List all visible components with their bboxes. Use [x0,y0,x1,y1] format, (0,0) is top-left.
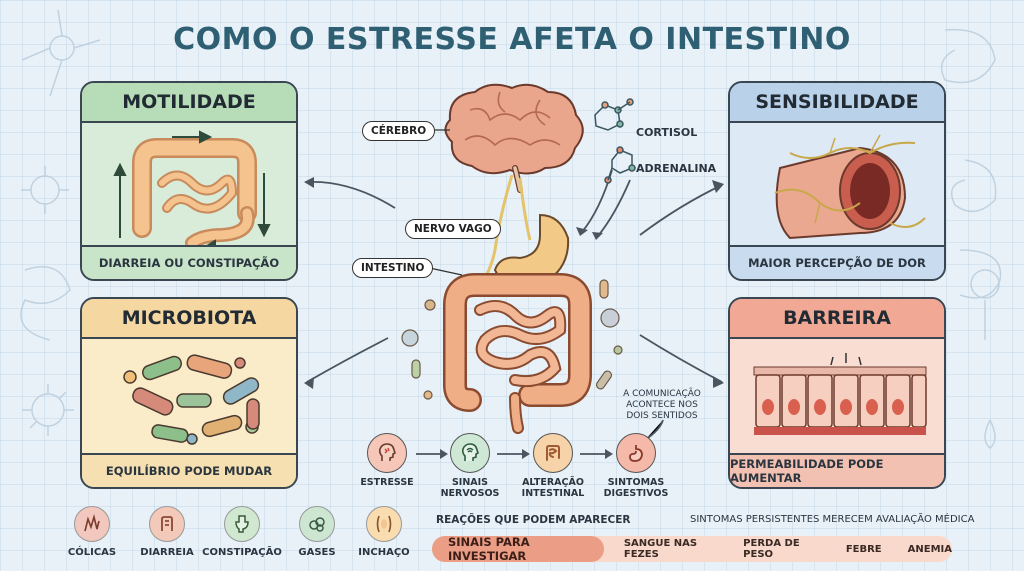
sign-febre: FEBRE [845,543,882,555]
label-adrenalina: ADRENALINA [636,162,717,175]
adrenaline-molecule-icon [604,146,636,184]
label-cortisol: CORTISOL [636,126,698,139]
card-footer-sensibilidade: MAIOR PERCEPÇÃO DE DOR [730,245,944,279]
card-footer-microbiota: EQUILÍBRIO PODE MUDAR [82,453,296,487]
intestine-nerve-illustration [774,134,926,240]
intestine-doodle-icon-2 [959,249,1002,299]
cramp-icon [74,506,110,542]
sign-sangue: SANGUE NAS FEZES [623,538,698,560]
toilet-icon [224,506,260,542]
symptom-label-constipacao: CONSTIPAÇÃO [202,547,282,558]
card-title-sensibilidade: SENSIBILIDADE [730,83,944,123]
intestine-icon [533,433,573,473]
flow-label-estresse: ESTRESSE [360,477,414,488]
flow-item-sintomas: SINTOMAS DIGESTIVOS [591,433,681,499]
symptom-constipacao: CONSTIPAÇÃO [202,506,282,558]
sign-anemia: ANEMIA [907,543,952,555]
signs-main-label: SINAIS PARA INVESTIGAR [432,535,604,563]
card-title-microbiota: MICROBIOTA [82,299,296,339]
symptom-inchaco: INCHAÇO [344,506,424,558]
signs-bar: SINAIS PARA INVESTIGAR SANGUE NAS FEZES … [432,535,952,563]
bacteria-illustration [123,354,260,445]
arrow-to-motilidade [306,181,396,209]
drop-doodle-icon [984,419,996,449]
arrow-to-sensibilidade [639,184,723,236]
card-sensibilidade: SENSIBILIDADE MAIOR PERCEPÇÃO DE DOR [728,81,946,281]
symptom-colicas: CÓLICAS [52,506,132,558]
arrow-hormones-2 [597,179,631,237]
card-title-barreira: BARREIRA [730,299,944,339]
symptom-diarreia: DIARREIA [127,506,207,558]
symptom-gases: GASES [277,506,357,558]
arrow-to-microbiota [306,337,389,383]
colon-motility-illustration [113,130,271,253]
head-signal-icon [450,433,490,473]
reactions-label: REAÇÕES QUE PODEM APARECER [436,514,631,526]
arrow-to-barreira [639,334,723,383]
bidirectional-note: A COMUNICAÇÃO ACONTECE NOS DOIS SENTIDOS [623,389,701,421]
stomach-doodle-icon [950,159,997,213]
intestine-icon [443,273,592,434]
flow-label-alteracao: ALTERAÇÃO INTESTINAL [521,477,585,499]
person-doodle-icon [970,269,1000,340]
bloating-icon [366,506,402,542]
card-footer-motilidade: DIARREIA OU CONSTIPAÇÃO [82,245,296,279]
card-barreira: BARREIRA PERMEABILIDADE PODE AUMENTAR [728,297,946,489]
symptom-label-gases: GASES [298,547,336,558]
card-footer-barreira: PERMEABILIDADE PODE AUMENTAR [730,453,944,487]
persistent-note: SINTOMAS PERSISTENTES MERECEM AVALIAÇÃO … [690,514,975,525]
colon-doodle-icon [940,28,996,84]
head-stress-icon [367,433,407,473]
diarrhea-icon [149,506,185,542]
label-nervo-vago: NERVO VAGO [405,219,501,239]
symptom-label-colicas: CÓLICAS [67,547,117,558]
stomach-icon [616,433,656,473]
flow-item-sinais-nervosos: SINAIS NERVOSOS [425,433,515,499]
brain-icon [444,83,584,193]
gas-icon [299,506,335,542]
page-title: COMO O ESTRESSE AFETA O INTESTINO [173,22,851,57]
card-motilidade: MOTILIDADE DIARREIA OU CONSTIPAÇÃO [80,81,298,281]
sign-perda-peso: PERDA DE PESO [743,538,800,560]
symptom-label-inchaco: INCHAÇO [358,547,410,558]
card-title-motilidade: MOTILIDADE [82,83,296,123]
flow-item-estresse: ESTRESSE [342,433,432,488]
card-microbiota: MICROBIOTA EQUILÍBRIO PODE MUDAR [80,297,298,489]
flow-label-sinais: SINAIS NERVOSOS [440,477,500,499]
epithelial-barrier-illustration [753,353,927,435]
label-cerebro: CÉREBRO [362,121,436,141]
symptom-label-diarreia: DIARREIA [140,547,194,558]
flow-item-alteracao: ALTERAÇÃO INTESTINAL [508,433,598,499]
cortisol-molecule-icon [594,98,634,131]
intestine-doodle-icon [20,266,71,341]
flow-label-sintomas: SINTOMAS DIGESTIVOS [603,477,669,499]
label-intestino: INTESTINO [352,258,434,278]
